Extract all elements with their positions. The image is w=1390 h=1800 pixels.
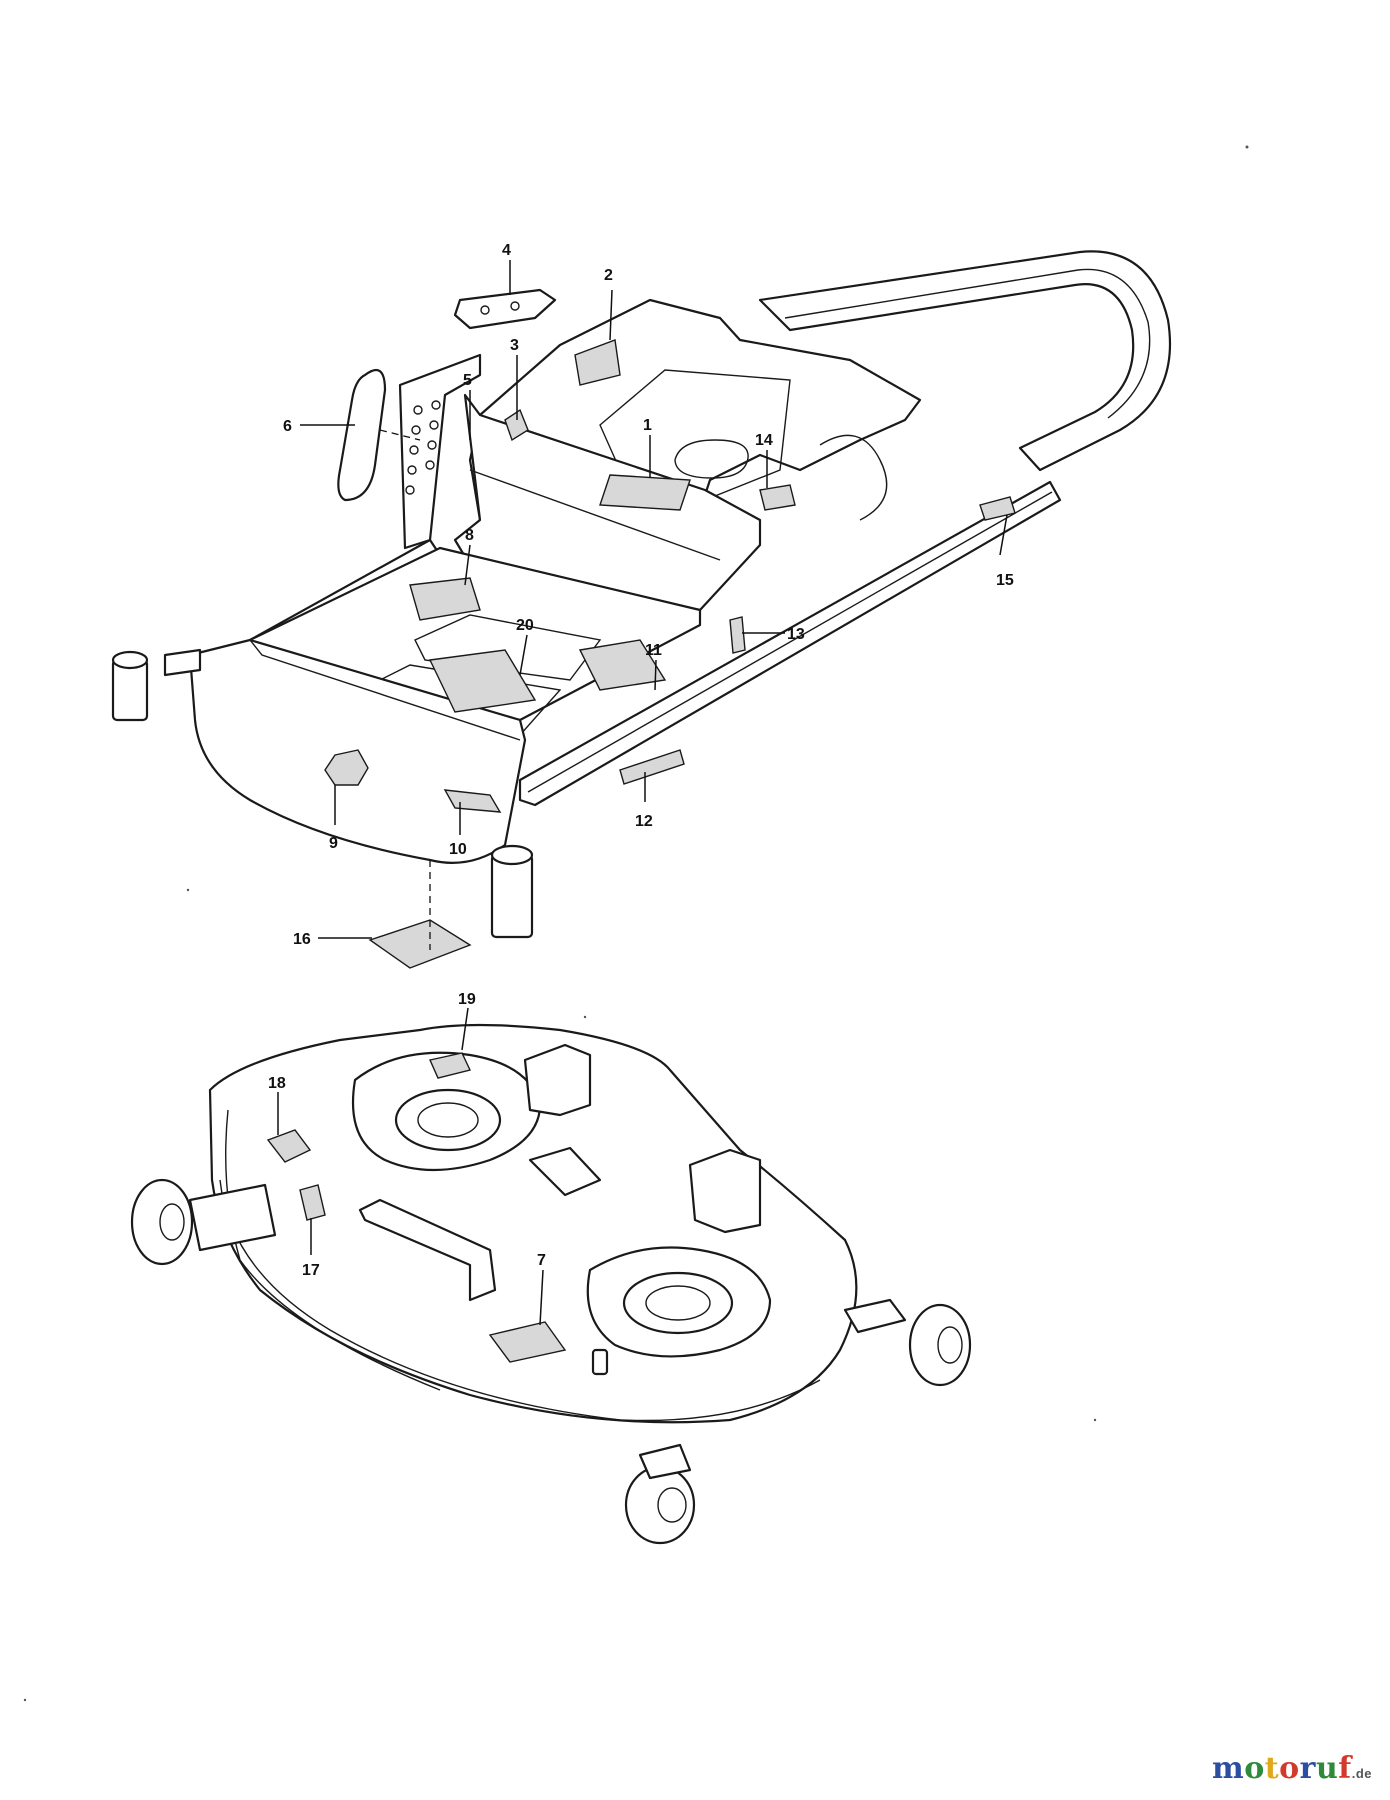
decal-20: [428, 649, 537, 713]
callout-11: 11: [645, 642, 662, 659]
decal-19: [429, 1052, 471, 1079]
wheel-rear: [624, 1465, 696, 1545]
callout-3: 3: [510, 337, 519, 354]
lever-plate-holes: [405, 400, 441, 495]
callout-1: 1: [643, 417, 652, 434]
decal-17: [299, 1184, 326, 1221]
decal-9: [324, 749, 369, 786]
deck-bracket-right: [688, 1148, 762, 1234]
decal-8: [409, 577, 481, 621]
part-4-bracket: [453, 288, 557, 330]
part-16-decal: [368, 919, 472, 969]
decal-7: [488, 1321, 567, 1363]
right-spindle: [622, 1271, 734, 1335]
skid-bar: [358, 1198, 497, 1302]
motoruf-watermark: motoruf.de: [1212, 1751, 1372, 1786]
callout-10: 10: [449, 841, 467, 858]
callout-16: 16: [293, 931, 311, 948]
callout-12: 12: [635, 813, 653, 830]
watermark-letter: m: [1212, 1751, 1245, 1786]
leader-lines: [277, 260, 1008, 1326]
lever-plate: [398, 353, 482, 550]
decal-3: [504, 408, 529, 442]
decal-15: [979, 496, 1016, 521]
callout-13: 13: [787, 626, 805, 643]
callout-5: 5: [463, 372, 472, 389]
callout-2: 2: [604, 267, 613, 284]
watermark-letter: o: [1244, 1751, 1265, 1786]
part-6-strip: [337, 368, 387, 502]
decal-13: [729, 616, 746, 654]
decal-2: [574, 339, 621, 386]
callout-6: 6: [283, 418, 292, 435]
decal-10: [443, 789, 502, 813]
watermark-letter: u: [1315, 1751, 1339, 1786]
callout-4: 4: [502, 242, 511, 259]
callout-19: 19: [458, 991, 476, 1008]
deck-bracket-left: [188, 1183, 277, 1252]
mower-deck: [130, 1023, 972, 1545]
seat-slot: [674, 439, 749, 479]
decal-18: [266, 1129, 312, 1163]
side-rail-right: [518, 480, 1062, 807]
decal-12: [619, 749, 685, 785]
callouts: 4 2 3 5 6 1 14 15 8 13 20 11 12 10 9 16 …: [268, 242, 1014, 1279]
grease-fitting: [591, 1348, 609, 1376]
watermark-letter: t: [1264, 1751, 1280, 1786]
scan-specks: [23, 145, 1249, 1702]
frame-assembly: [111, 250, 1172, 969]
callout-7: 7: [537, 1252, 546, 1269]
watermark-letter: o: [1279, 1751, 1300, 1786]
decal-1: [599, 474, 691, 511]
watermark-letter: r: [1299, 1751, 1316, 1786]
callout-20: 20: [516, 617, 534, 634]
left-caster-mount: [111, 648, 202, 722]
deck-bracket-top: [523, 1043, 592, 1117]
decal-14: [759, 484, 796, 511]
decal-11: [578, 639, 667, 691]
rear-tube-loop: [758, 250, 1172, 472]
watermark-tld: .de: [1351, 1766, 1372, 1781]
callout-18: 18: [268, 1075, 286, 1092]
left-spindle: [394, 1088, 502, 1152]
wheel-front-right: [908, 1303, 972, 1387]
right-caster-mount: [490, 844, 534, 939]
watermark-letter: f: [1338, 1751, 1352, 1786]
callout-14: 14: [755, 432, 773, 449]
callout-8: 8: [465, 527, 474, 544]
deck-bracket-mid: [528, 1146, 602, 1197]
callout-15: 15: [996, 572, 1014, 589]
callout-9: 9: [329, 835, 338, 852]
wheel-front-left: [130, 1178, 194, 1266]
callout-17: 17: [302, 1262, 320, 1279]
